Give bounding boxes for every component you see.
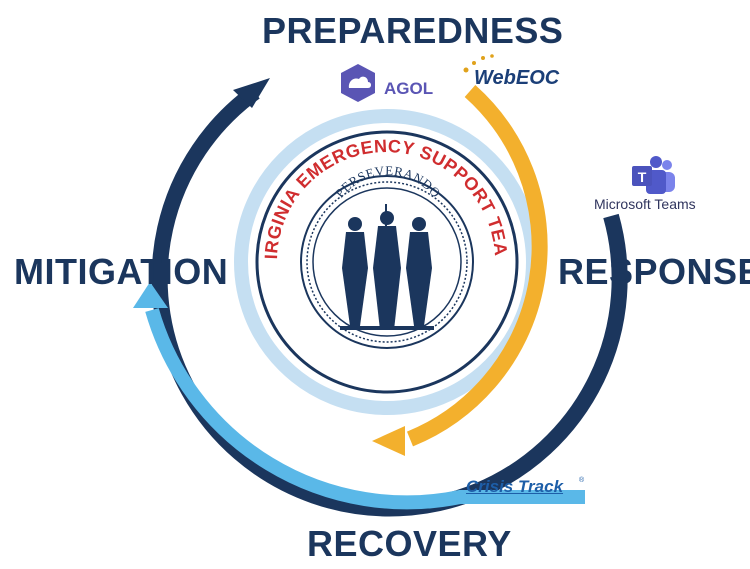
navy-arrowhead — [233, 78, 270, 108]
light-blue-cycle-arc — [145, 308, 585, 510]
crisis-track-logo-label: Crisis Track — [466, 477, 564, 496]
crisis-track-registered-mark: ® — [579, 477, 585, 484]
phase-label-mitigation: MITIGATION — [14, 251, 229, 292]
agol-logo-label: AGOL — [384, 79, 434, 98]
agol-logo-icon — [341, 64, 375, 102]
phase-label-preparedness: PREPAREDNESS — [262, 10, 564, 51]
teams-logo-icon: T — [632, 156, 675, 194]
webeoc-logo-label: WebEOC — [474, 67, 560, 89]
seal-figures — [340, 204, 434, 330]
teams-logo-label: Microsoft Teams — [594, 196, 696, 212]
phase-label-recovery: RECOVERY — [307, 523, 512, 564]
navy-cycle-arc — [151, 85, 628, 517]
phase-label-response: RESPONSE — [558, 251, 750, 292]
gold-arrowhead — [372, 426, 405, 456]
webeoc-stars-icon — [463, 54, 494, 73]
svg-text:T: T — [638, 169, 647, 185]
light-blue-arrowhead — [133, 282, 168, 308]
gold-cycle-arc — [406, 85, 548, 447]
